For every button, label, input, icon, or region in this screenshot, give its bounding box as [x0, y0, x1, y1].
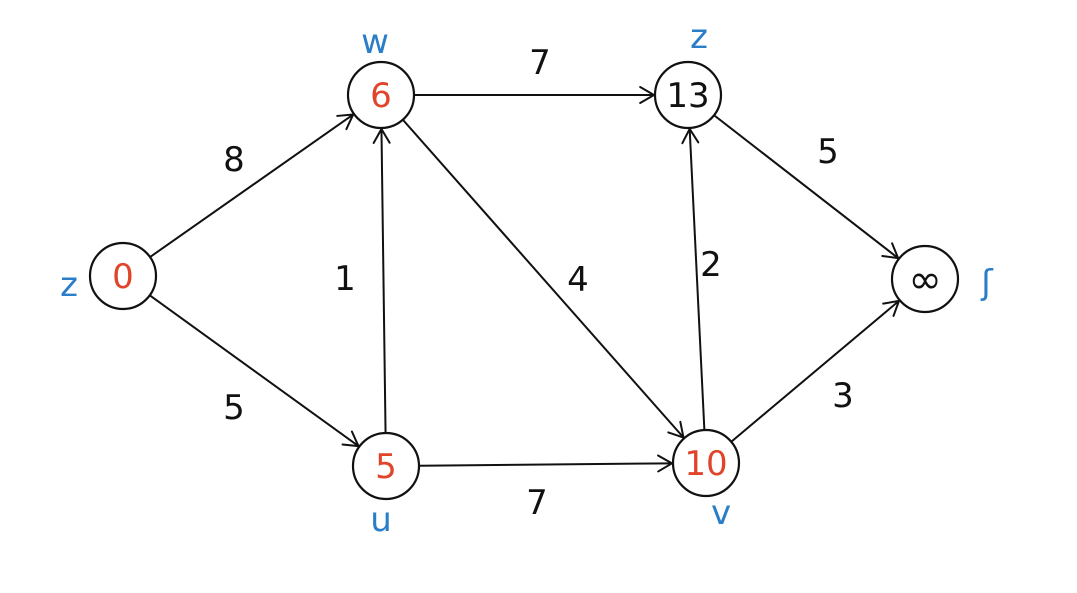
edge-line-z-t — [713, 114, 899, 259]
edge-s-u: 5 — [149, 294, 360, 448]
edge-line-s-w — [149, 113, 354, 258]
node-circle-s — [88, 241, 158, 311]
node-label-s: z — [60, 265, 78, 305]
edge-line-s-u — [149, 294, 360, 447]
node-distance-w: 6 — [370, 76, 392, 116]
edge-weight-s-u: 5 — [223, 388, 245, 428]
node-circle-v — [671, 428, 741, 498]
edge-weight-u-w: 1 — [334, 259, 356, 299]
edge-v-z: 2 — [681, 127, 722, 431]
edge-weight-w-v: 4 — [567, 260, 589, 300]
edges-layer: 8 5 1 7 4 7 2 5 3 — [149, 43, 900, 523]
node-circle-u — [351, 431, 421, 501]
edge-line-u-w — [380, 128, 387, 434]
edge-z-t: 5 — [713, 114, 900, 260]
node-z: 13 z — [653, 17, 723, 130]
edge-u-w: 1 — [334, 127, 391, 434]
edge-v-t: 3 — [730, 299, 900, 443]
edge-u-v: 7 — [418, 454, 674, 523]
edge-weight-s-w: 8 — [223, 140, 245, 180]
node-v: 10 v — [671, 428, 741, 533]
node-label-z: z — [690, 17, 708, 57]
node-label-u: u — [370, 500, 392, 540]
node-label-t: ʃ — [980, 263, 994, 303]
edge-weight-v-z: 2 — [700, 245, 722, 285]
node-distance-t: ∞ — [908, 257, 941, 303]
node-u: 5u — [351, 431, 421, 540]
node-w: 6w — [346, 22, 416, 130]
node-t: ∞ʃ — [890, 244, 994, 314]
edge-line-v-t — [730, 300, 900, 443]
node-distance-v: 10 — [684, 444, 727, 484]
node-distance-z: 13 — [666, 76, 709, 116]
node-label-w: w — [361, 22, 389, 62]
edge-s-w: 8 — [149, 113, 355, 258]
node-s: 0z — [60, 241, 158, 311]
node-circle-t — [890, 244, 960, 314]
edge-line-v-z — [688, 128, 706, 431]
node-circle-z — [653, 60, 723, 130]
edge-line-w-v — [402, 119, 685, 439]
node-circle-w — [346, 60, 416, 130]
edge-w-v: 4 — [402, 119, 685, 439]
node-label-v: v — [711, 493, 731, 533]
edge-weight-u-v: 7 — [526, 483, 548, 523]
edge-weight-w-z: 7 — [529, 43, 551, 83]
edge-w-z: 7 — [414, 43, 655, 104]
edge-weight-v-t: 3 — [832, 376, 854, 416]
edge-line-u-v — [418, 462, 673, 467]
node-distance-u: 5 — [375, 447, 397, 487]
node-distance-s: 0 — [112, 257, 134, 297]
edge-weight-z-t: 5 — [817, 132, 839, 172]
